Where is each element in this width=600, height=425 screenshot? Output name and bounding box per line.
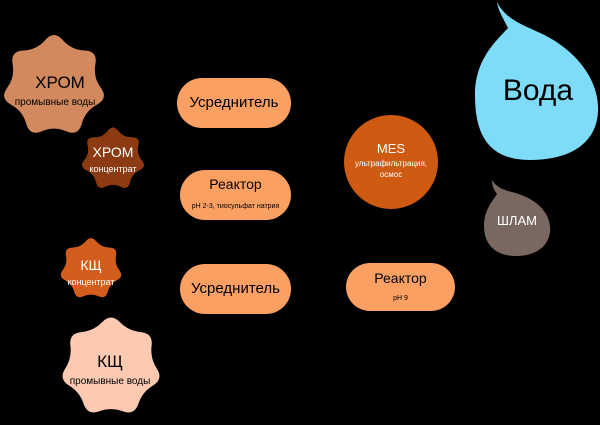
mes-subtitle-line1: ультрафильтрация, <box>354 159 428 168</box>
kshch-rinse-cog <box>62 317 160 413</box>
mes-title: MES <box>376 141 406 156</box>
kshch-rinse-subtitle: промывные воды <box>69 376 151 387</box>
averager-top-label: Усреднитель <box>189 94 279 111</box>
averager-top-pill <box>177 78 291 128</box>
sludge-label: ШЛАМ <box>497 213 537 228</box>
chrome-concentrate-subtitle: концентрат <box>89 164 137 174</box>
averager-bottom-pill <box>180 264 291 314</box>
kshch-concentrate-title: КЩ <box>80 257 102 273</box>
chrome-rinse-title: ХРОМ <box>35 73 85 92</box>
chrome-concentrate-cog <box>82 127 144 188</box>
mes-subtitle-line2: осмос <box>379 170 403 179</box>
kshch-concentrate-cog <box>60 238 122 298</box>
chrome-concentrate-title: ХРОМ <box>92 144 134 160</box>
sludge-drop <box>484 180 551 256</box>
chrome-rinse-cog <box>4 35 104 133</box>
mes-circle <box>344 115 438 209</box>
kshch-concentrate-subtitle: концентрат <box>67 277 115 287</box>
reactor-ph9-pill <box>346 263 455 311</box>
averager-bottom-label: Усреднитель <box>191 280 280 297</box>
reactor-ph9-title: Реактор <box>374 270 427 286</box>
kshch-rinse-title: КЩ <box>97 352 123 371</box>
water-drop <box>475 2 599 160</box>
water-label: Вода <box>502 74 574 107</box>
reactor-ph9-subtitle: pH 9 <box>393 295 408 302</box>
reactor-chrome-pill <box>180 170 291 220</box>
reactor-chrome-title: Реактор <box>209 176 262 192</box>
chrome-rinse-subtitle: промывные воды <box>14 97 96 108</box>
reactor-chrome-subtitle: pH 2-3, тиосульфат натрия <box>191 203 280 210</box>
